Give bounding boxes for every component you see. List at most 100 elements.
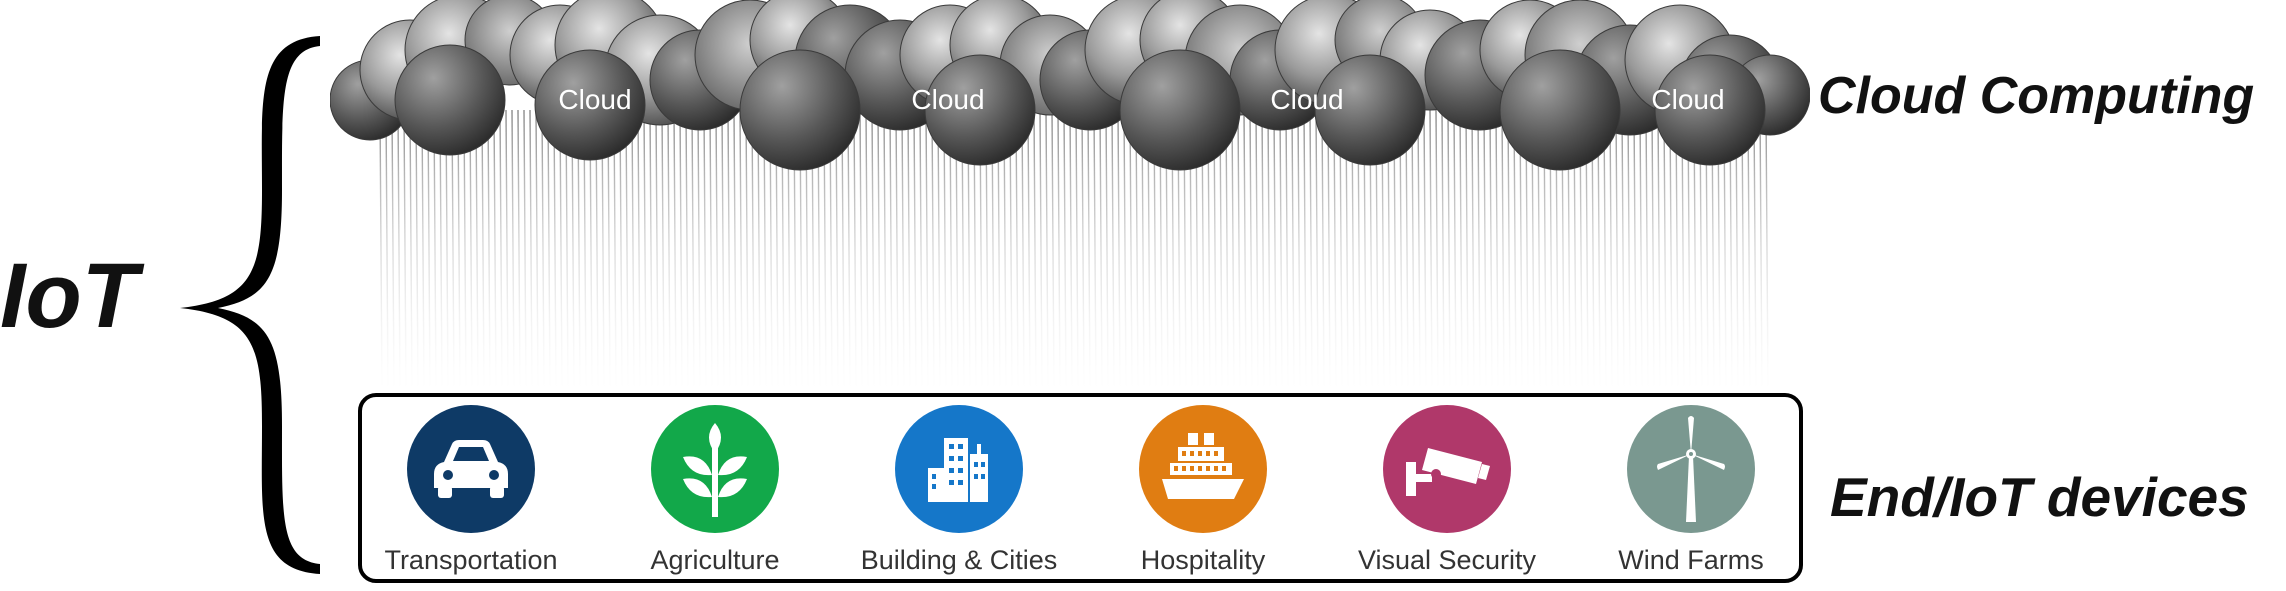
device-visual-security: Visual Security — [1327, 405, 1567, 576]
rain-line — [427, 109, 431, 393]
rain-line — [1315, 109, 1319, 393]
rain-line — [1507, 109, 1511, 393]
rain-line — [925, 109, 929, 393]
rain-line — [1639, 109, 1643, 393]
rain-line — [379, 109, 383, 393]
rain-line — [673, 109, 677, 393]
rain-line — [1009, 109, 1013, 393]
rain-line — [871, 109, 875, 393]
rain-line — [1399, 109, 1403, 393]
iot-label: IoT — [0, 245, 138, 347]
rain-line — [1411, 109, 1415, 393]
rain-line — [1603, 109, 1607, 393]
rain-line — [1651, 109, 1655, 393]
rain-line — [1285, 109, 1289, 393]
rain-line — [1237, 109, 1241, 393]
rain-line — [1753, 109, 1757, 393]
device-label: Hospitality — [1140, 545, 1266, 575]
rain-line — [1435, 109, 1439, 393]
rain-line — [1513, 109, 1517, 393]
cloud-computing-title: Cloud Computing — [1818, 67, 2255, 125]
rain-line — [1417, 109, 1421, 393]
rain-line — [1441, 109, 1445, 393]
rain-line — [943, 109, 947, 393]
device-agriculture: Agriculture — [595, 405, 835, 576]
rain-line — [877, 109, 881, 393]
rain-line — [619, 109, 623, 393]
device-hospitality: Hospitality — [1083, 405, 1323, 576]
plant-icon — [683, 423, 747, 517]
rain-line — [1249, 109, 1253, 393]
rain-line — [421, 109, 425, 393]
rain-line — [1447, 109, 1451, 393]
rain-line — [1459, 109, 1463, 393]
rain-line — [841, 109, 845, 393]
rain-line — [511, 109, 515, 393]
rain-line — [913, 109, 917, 393]
rain-line — [751, 109, 755, 393]
rain-line — [1339, 109, 1343, 393]
rain-line — [655, 109, 659, 393]
rain-line — [1489, 109, 1493, 393]
device-label: Building & Cities — [860, 545, 1058, 575]
rain-line — [559, 109, 563, 393]
rain-line — [1309, 109, 1313, 393]
rain-line — [649, 109, 653, 393]
rain-line — [1267, 109, 1271, 393]
rain-line — [1135, 109, 1139, 393]
rain-line — [613, 109, 617, 393]
device-label: Agriculture — [650, 545, 780, 575]
rain-line — [445, 109, 449, 393]
cloud-label-3: Cloud — [1270, 84, 1344, 115]
rain-line — [1405, 109, 1409, 393]
device-circle — [407, 405, 535, 533]
rain-line — [1321, 109, 1325, 393]
rain-line — [883, 109, 887, 393]
rain-line — [1471, 109, 1475, 393]
rain-line — [1495, 109, 1499, 393]
rain-line — [1075, 109, 1079, 393]
curly-brace — [180, 36, 320, 574]
device-label: Transportation — [384, 545, 558, 575]
cloud-puff — [739, 49, 861, 171]
rain-line — [919, 109, 923, 393]
rain-line — [505, 109, 509, 393]
buildings-icon — [928, 438, 988, 502]
rain-line — [451, 109, 455, 393]
rain-line — [1027, 109, 1031, 393]
cloud-label-4: Cloud — [1651, 84, 1725, 115]
rain-line — [727, 109, 731, 393]
rain-line — [385, 109, 389, 393]
device-label: Wind Farms — [1618, 545, 1764, 575]
rain-line — [637, 109, 641, 393]
rain-line — [703, 109, 707, 393]
security-camera-icon — [1406, 448, 1490, 496]
rain-line — [1021, 109, 1025, 393]
rain-line — [709, 109, 713, 393]
rain-line — [1303, 109, 1307, 393]
cloud-puff — [534, 49, 646, 161]
device-label: Visual Security — [1357, 545, 1537, 575]
rain-line — [733, 109, 737, 393]
rain-line — [469, 109, 473, 393]
cloud-puff — [1499, 49, 1621, 171]
rain-line — [721, 109, 725, 393]
rain-line — [1099, 109, 1103, 393]
rain-line — [1597, 109, 1601, 393]
rain-line — [1669, 109, 1673, 393]
rain-line — [1231, 109, 1235, 393]
rain-line — [553, 109, 557, 393]
rain-line — [757, 109, 761, 393]
device-circle — [1139, 405, 1267, 533]
rain-line — [397, 109, 401, 393]
rain-line — [1663, 109, 1667, 393]
rain-line — [541, 109, 545, 393]
wind-turbine-icon — [1657, 416, 1725, 522]
rain-line — [1465, 109, 1469, 393]
rain-line — [1243, 109, 1247, 393]
rain-line — [1111, 109, 1115, 393]
rain-line — [499, 109, 503, 393]
rain-line — [1279, 109, 1283, 393]
rain-line — [1519, 109, 1523, 393]
rain-line — [625, 109, 629, 393]
